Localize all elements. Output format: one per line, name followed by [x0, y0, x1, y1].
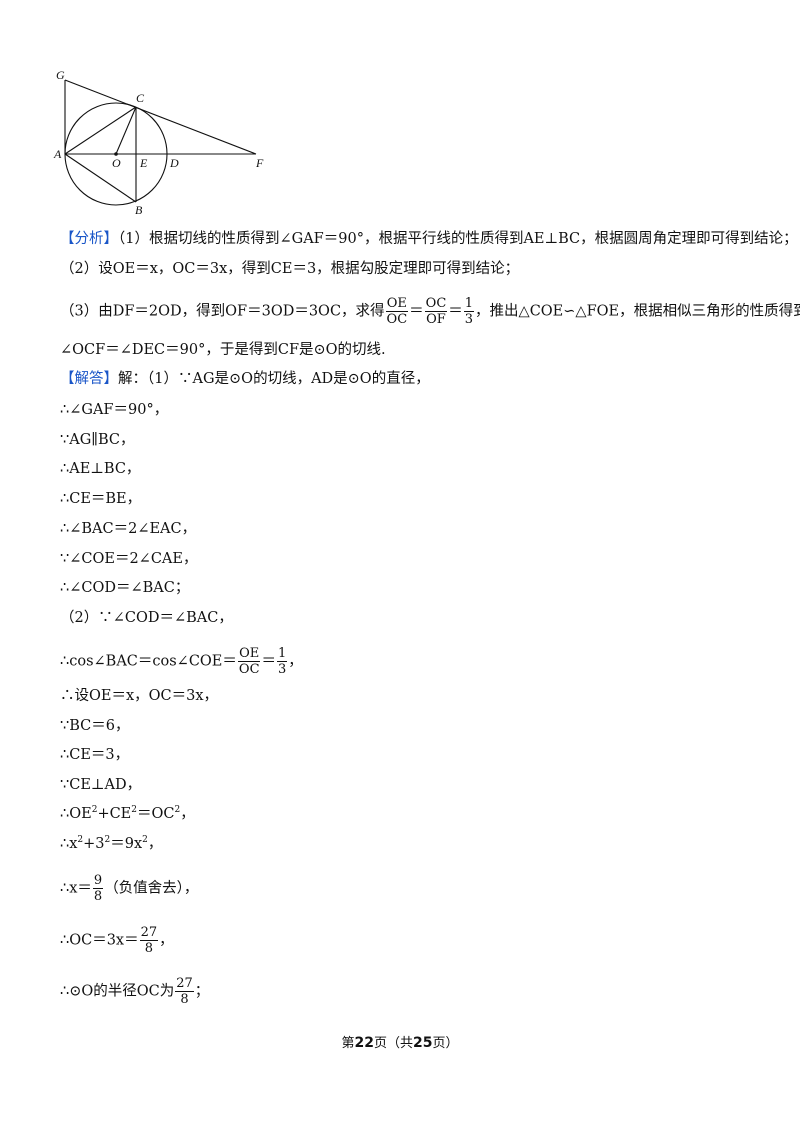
label-d: D — [169, 156, 179, 170]
label-e: E — [139, 156, 148, 170]
solution-tag: 【解答】 — [60, 371, 118, 387]
label-f: F — [255, 156, 264, 170]
analysis-line-2: （2）设OE＝x，OC＝3x，得到CE＝3，根据勾股定理即可得到结论； — [60, 259, 770, 279]
page-footer: 第22页（共25页） — [341, 1035, 459, 1051]
analysis-p1: （1）根据切线的性质得到∠GAF＝90°，根据平行线的性质得到AE⊥BC，根据圆… — [118, 231, 798, 247]
solution-line-5: ∴CE＝BE， — [60, 491, 142, 507]
analysis-p3-a: （3）由DF＝2OD，得到OF＝3OD＝3OC，求得 — [60, 303, 385, 320]
solution-line-3: ∵AG∥BC， — [60, 432, 135, 448]
analysis-line-1: 【分析】（1）根据切线的性质得到∠GAF＝90°，根据平行线的性质得到AE⊥BC… — [60, 229, 798, 249]
segment-ac — [64, 106, 137, 155]
solution-line-16: ∴x2+32＝9x2， — [60, 835, 163, 853]
page-total: 25 — [413, 1035, 433, 1051]
label-g: G — [56, 68, 65, 82]
label-a: A — [53, 147, 62, 161]
segment-ab — [64, 153, 137, 203]
label-c: C — [136, 91, 145, 105]
solution-line-9: （2）∵∠COD＝∠BAC， — [60, 610, 233, 626]
solution-line-12: ∵BC＝6， — [60, 718, 130, 734]
analysis-p3-b: ，推出△COE∽△FOE，根据相似三角形的性质得到 — [475, 303, 800, 320]
analysis-line-4: ∠OCF＝∠DEC＝90°，于是得到CF是⊙O的切线. — [60, 340, 770, 360]
solution-line-4: ∴AE⊥BC， — [60, 461, 141, 477]
solution-line-15: ∴OE2+CE2＝OC2， — [60, 805, 195, 823]
solution-line-11: ∴设OE＝x，OC＝3x， — [60, 688, 219, 704]
solution-line-8: ∴∠COD＝∠BAC； — [60, 580, 190, 596]
segment-gf — [64, 79, 257, 155]
analysis-p2: （2）设OE＝x，OC＝3x，得到CE＝3，根据勾股定理即可得到结论； — [60, 261, 520, 277]
label-b: B — [135, 203, 143, 217]
geometry-figure: G C A O E D F B — [53, 68, 264, 217]
solution-line-14: ∵CE⊥AD， — [60, 777, 142, 793]
analysis-tag: 【分析】 — [60, 231, 118, 247]
solution-line-6: ∴∠BAC＝2∠EAC， — [60, 521, 197, 537]
segment-oc — [115, 106, 137, 155]
point-o — [114, 152, 118, 156]
solution-line-1: 【解答】解：（1）∵AG是⊙O的切线，AD是⊙O的直径， — [60, 371, 430, 387]
label-o: O — [112, 156, 121, 170]
analysis-p4: ∠OCF＝∠DEC＝90°，于是得到CF是⊙O的切线. — [60, 342, 386, 358]
solution-line-2: ∴∠GAF＝90°， — [60, 402, 169, 418]
page-number: 22 — [354, 1035, 374, 1051]
solution-line-13: ∴CE＝3， — [60, 747, 130, 763]
solution-line-7: ∵∠COE＝2∠CAE， — [60, 551, 198, 567]
